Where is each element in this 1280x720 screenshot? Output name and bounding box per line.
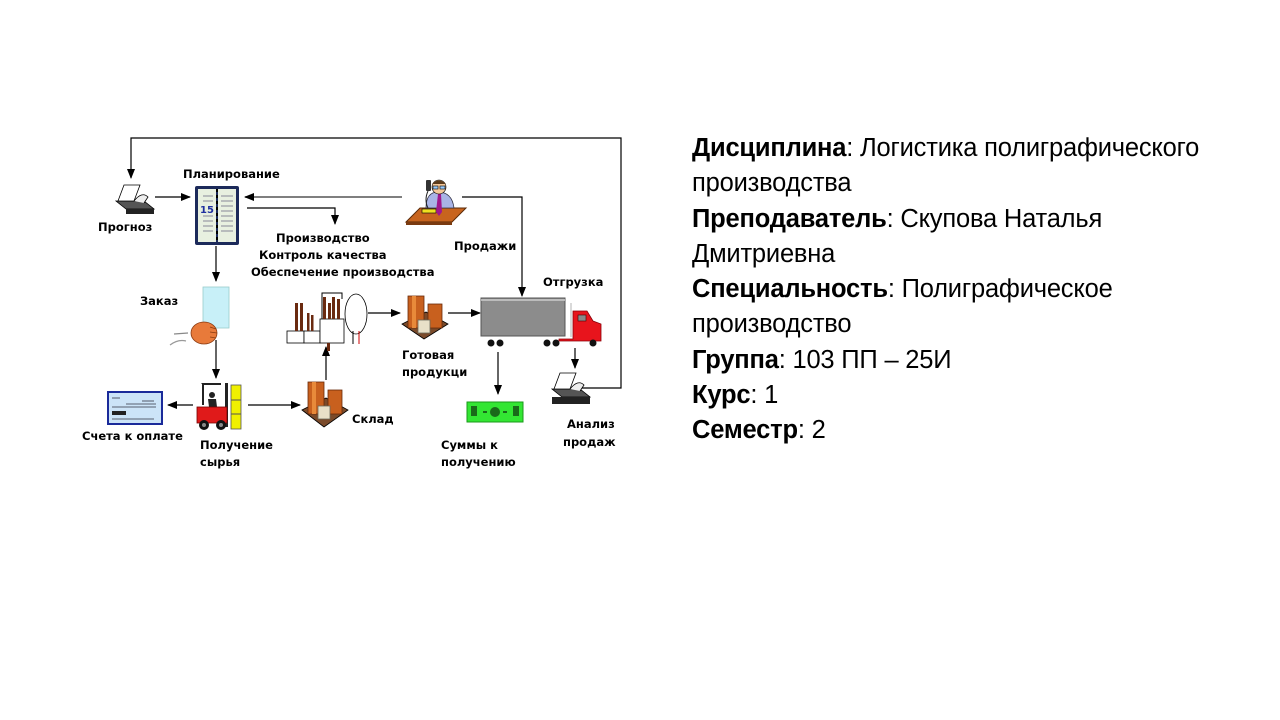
factory-icon xyxy=(286,292,368,351)
label-receiving-1: Получение xyxy=(200,438,273,452)
info-course: Курс: 1 xyxy=(692,378,1232,413)
label-invoices: Счета к оплате xyxy=(82,429,183,443)
label-finished-goods-1: Готовая xyxy=(402,348,454,362)
info-specialty: Специальность: Полиграфическое производс… xyxy=(692,272,1232,343)
info-semester: Семестр: 2 xyxy=(692,413,1232,448)
label-analysis-1: Анализ xyxy=(567,417,615,431)
label-production-supply: Обеспечение производства xyxy=(251,265,434,279)
calendar-date: 15 xyxy=(200,205,214,216)
arrow-analysis-to-forecast xyxy=(127,137,622,389)
label-receivables-2: получению xyxy=(441,455,516,469)
label-receivables-1: Суммы к xyxy=(441,438,498,452)
invoice-cheque-icon xyxy=(107,391,163,425)
connectors xyxy=(127,137,622,409)
label-forecast: Прогноз xyxy=(98,220,152,234)
course-info: Дисциплина: Логистика полиграфического п… xyxy=(692,131,1232,449)
course-value: : 1 xyxy=(750,381,779,410)
finished-goods-crates-icon xyxy=(401,295,449,340)
label-quality-control: Контроль качества xyxy=(259,248,387,262)
logistics-flow-diagram: Прогноз Планирование 15 Производство Кон… xyxy=(82,137,622,469)
label-warehouse: Склад xyxy=(352,412,394,426)
money-banknote-icon xyxy=(466,401,524,423)
teacher-label: Преподаватель xyxy=(692,204,887,233)
arrow-sales-to-shipping xyxy=(462,196,526,297)
label-planning: Планирование xyxy=(183,167,280,181)
label-shipping: Отгрузка xyxy=(543,275,603,289)
info-discipline: Дисциплина: Логистика полиграфического п… xyxy=(692,131,1232,202)
info-teacher: Преподаватель: Скупова Наталья Дмитриевн… xyxy=(692,202,1232,273)
analysis-printer-icon xyxy=(550,372,592,404)
label-order: Заказ xyxy=(140,294,178,308)
label-finished-goods-2: продукци xyxy=(402,365,467,379)
group-value: : 103 ПП – 25И xyxy=(778,345,952,374)
calendar-icon: 15 xyxy=(195,186,239,245)
discipline-label: Дисциплина xyxy=(692,134,847,162)
label-analysis-2: продаж xyxy=(563,435,616,449)
label-sales: Продажи xyxy=(454,239,516,253)
specialty-label: Специальность xyxy=(692,275,888,304)
group-label: Группа xyxy=(692,345,779,374)
label-production: Производство xyxy=(276,231,370,245)
forklift-icon xyxy=(196,383,242,430)
order-form-icon xyxy=(169,286,230,346)
semester-label: Семестр xyxy=(692,416,798,445)
printer-icon xyxy=(114,184,156,214)
arrow-planning-to-production xyxy=(247,207,339,225)
teacher-value: : Скупова Наталья Дмитриевна xyxy=(692,204,1103,268)
course-label: Курс xyxy=(692,381,751,410)
discipline-value: : Логистика полиграфического производств… xyxy=(692,134,1200,198)
truck-icon xyxy=(480,297,602,347)
info-group: Группа: 103 ПП – 25И xyxy=(692,343,1232,378)
semester-value: : 2 xyxy=(797,416,826,445)
warehouse-crates-icon xyxy=(301,381,349,428)
label-receiving-2: сырья xyxy=(200,455,240,469)
specialty-value: : Полиграфическое производство xyxy=(692,275,1113,339)
salesperson-icon xyxy=(404,179,468,225)
